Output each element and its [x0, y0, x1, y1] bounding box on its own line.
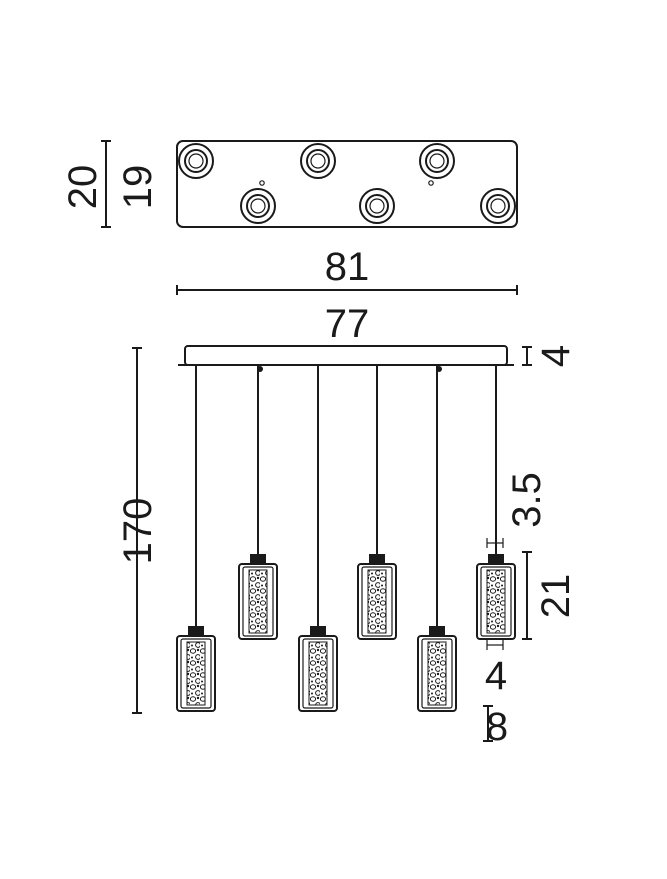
bubble-glass-pattern: [248, 569, 268, 634]
dim-shade-height: 21: [534, 574, 578, 619]
bubble-glass-pattern: [486, 569, 506, 634]
pendant: [176, 365, 216, 712]
lamp-cap: [488, 554, 504, 564]
pendant: [476, 365, 516, 640]
ceiling-rose-icon: [480, 188, 516, 224]
screw-hole-icon: [259, 180, 265, 186]
cable-clamp-icon: [257, 366, 263, 372]
ceiling-bar: [184, 345, 508, 366]
canopy-plate: [176, 140, 518, 228]
shade-inner: [180, 638, 212, 709]
dim-total-height: 170: [116, 498, 160, 565]
pendant: [238, 365, 278, 640]
lamp-cap: [188, 626, 204, 636]
lamp-cap: [250, 554, 266, 564]
cable-clamp-icon: [436, 366, 442, 372]
bubble-glass-pattern: [186, 641, 206, 706]
bubble-glass-pattern: [367, 569, 387, 634]
pendant: [357, 365, 397, 640]
lamp-cap: [310, 626, 326, 636]
dim-cap-height: 3.5: [505, 472, 549, 528]
screw-hole-icon: [428, 180, 434, 186]
pendant: [417, 365, 457, 712]
ceiling-rose-icon: [419, 143, 455, 179]
ceiling-rose-icon: [178, 143, 516, 224]
ceiling-rose-icon: [178, 143, 214, 179]
dim-bar-length: 77: [325, 302, 370, 346]
shade-inner: [480, 566, 512, 637]
bubble-glass-pattern: [308, 641, 328, 706]
ceiling-rose-icon: [300, 143, 336, 179]
pendant: [298, 365, 338, 712]
dim-canopy-depth-inner: 19: [116, 165, 160, 210]
bubble-glass-pattern: [427, 641, 447, 706]
dim-canopy-depth-outer: 20: [61, 165, 105, 210]
front-view: 77 4 170 3.5 21 4 8: [116, 302, 578, 749]
dim-bar-height: 4: [534, 345, 578, 367]
dim-canopy-length: 81: [325, 245, 370, 289]
top-view: 20 19 81: [61, 140, 518, 295]
pendants: [176, 365, 516, 712]
ceiling-rose-icon: [359, 188, 395, 224]
dim-gap: 4: [485, 654, 507, 698]
lamp-cap: [429, 626, 445, 636]
shade-inner: [421, 638, 453, 709]
ceiling-rose-icon: [240, 188, 276, 224]
shade-inner: [361, 566, 393, 637]
shade-inner: [302, 638, 334, 709]
lamp-cap: [369, 554, 385, 564]
shade-inner: [242, 566, 274, 637]
dim-shade-diameter: 8: [486, 705, 508, 749]
